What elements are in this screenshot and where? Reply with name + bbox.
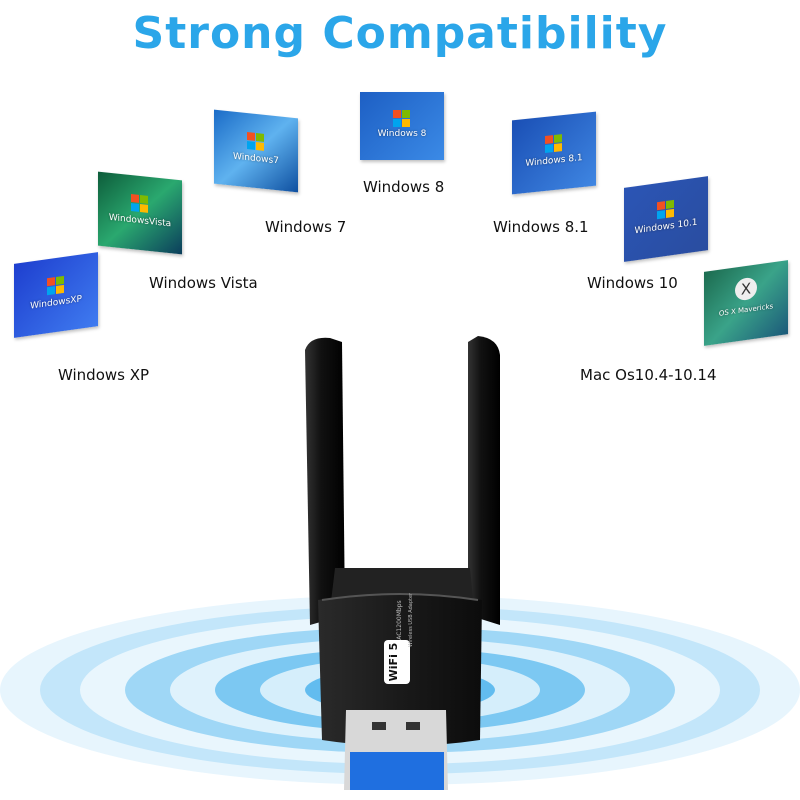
label-windows-8: Windows 8 xyxy=(363,178,445,196)
label-mac-os: Mac Os10.4-10.14 xyxy=(580,366,717,384)
description-text: Wireless USB Adapter xyxy=(408,592,414,647)
svg-text:WiFi 5: WiFi 5 xyxy=(387,643,400,682)
wifi-5-badge: WiFi 5 xyxy=(384,640,410,684)
label-windows-10: Windows 10 xyxy=(587,274,678,292)
label-windows-7: Windows 7 xyxy=(265,218,347,236)
usb-plug xyxy=(344,710,448,790)
label-windows-vista: Windows Vista xyxy=(149,274,258,292)
windows-8-screen: Windows 8 xyxy=(360,92,444,160)
label-windows-8-1: Windows 8.1 xyxy=(493,218,589,236)
label-windows-xp: Windows XP xyxy=(58,366,150,384)
windows-logo-icon xyxy=(393,109,411,128)
speed-text: AC1200Mbps xyxy=(396,600,403,639)
right-antenna xyxy=(468,336,500,625)
left-antenna xyxy=(305,337,345,625)
page-title: Strong Compatibility xyxy=(132,8,668,59)
